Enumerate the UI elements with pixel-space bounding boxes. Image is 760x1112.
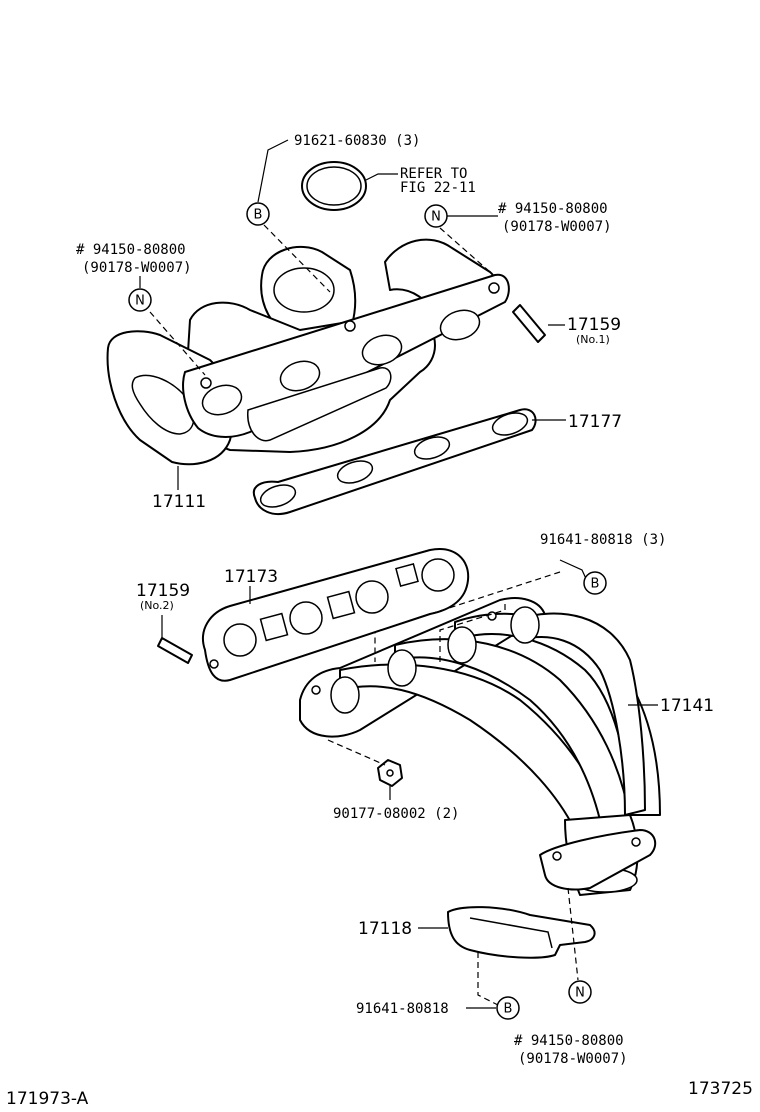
exhaust-manifold-17111 xyxy=(106,238,510,466)
refer-line1: REFER TO xyxy=(400,166,467,182)
callout-b-mid: B xyxy=(583,571,607,595)
part-17159-no2-note: (No.2) xyxy=(140,599,174,612)
part-17118: 17118 xyxy=(358,919,412,939)
n-bottom-line2: (90178-W0007) xyxy=(518,1051,628,1067)
n-top-left-line1: # 94150-80800 xyxy=(76,242,186,258)
stud-no2-17159 xyxy=(157,637,193,664)
part-17111: 17111 xyxy=(152,492,206,512)
part-number-b-mid: 91641-80818 (3) xyxy=(540,532,666,548)
callout-letter: B xyxy=(504,1002,513,1017)
callout-b-top: B xyxy=(246,202,270,226)
callout-n-bottom: N xyxy=(568,980,592,1004)
part-17159-no2: 17159 xyxy=(136,581,190,601)
o-ring-inner xyxy=(306,166,362,206)
callout-letter: N xyxy=(575,986,585,1001)
stud-no1-17159 xyxy=(512,304,546,343)
callout-letter: N xyxy=(135,294,145,309)
n-top-right-line2: (90178-W0007) xyxy=(502,219,612,235)
n-top-left-line2: (90178-W0007) xyxy=(82,260,192,276)
gasket-17177 xyxy=(252,408,537,516)
part-number-b-top: 91621-60830 (3) xyxy=(294,133,420,149)
footer-left-code: 171973-A xyxy=(6,1089,89,1109)
part-number-nut: 90177-08002 (2) xyxy=(333,806,459,822)
callout-n-top-left: N xyxy=(128,288,152,312)
part-number-b-bottom: 91641-80818 xyxy=(356,1001,449,1017)
callout-n-top-right: N xyxy=(424,204,448,228)
refer-line2: FIG 22-11 xyxy=(400,180,476,196)
footer-right-code: 173725 xyxy=(688,1079,753,1099)
n-top-right-line1: # 94150-80800 xyxy=(498,201,608,217)
part-17141: 17141 xyxy=(660,696,714,716)
callout-letter: B xyxy=(591,577,600,592)
part-17173: 17173 xyxy=(224,567,278,587)
bracket-17118 xyxy=(447,906,596,959)
callout-letter: N xyxy=(431,210,441,225)
part-17159-no1-note: (No.1) xyxy=(576,333,610,346)
part-17177: 17177 xyxy=(568,412,622,432)
exhaust-pipe-17141 xyxy=(299,597,661,896)
part-17159-no1: 17159 xyxy=(567,315,621,335)
callout-letter: B xyxy=(254,208,263,223)
n-bottom-line1: # 94150-80800 xyxy=(514,1033,624,1049)
gasket-17173 xyxy=(202,548,470,682)
callout-b-bottom: B xyxy=(496,996,520,1020)
nut-90177 xyxy=(377,759,403,787)
leader-lines xyxy=(139,139,658,1009)
